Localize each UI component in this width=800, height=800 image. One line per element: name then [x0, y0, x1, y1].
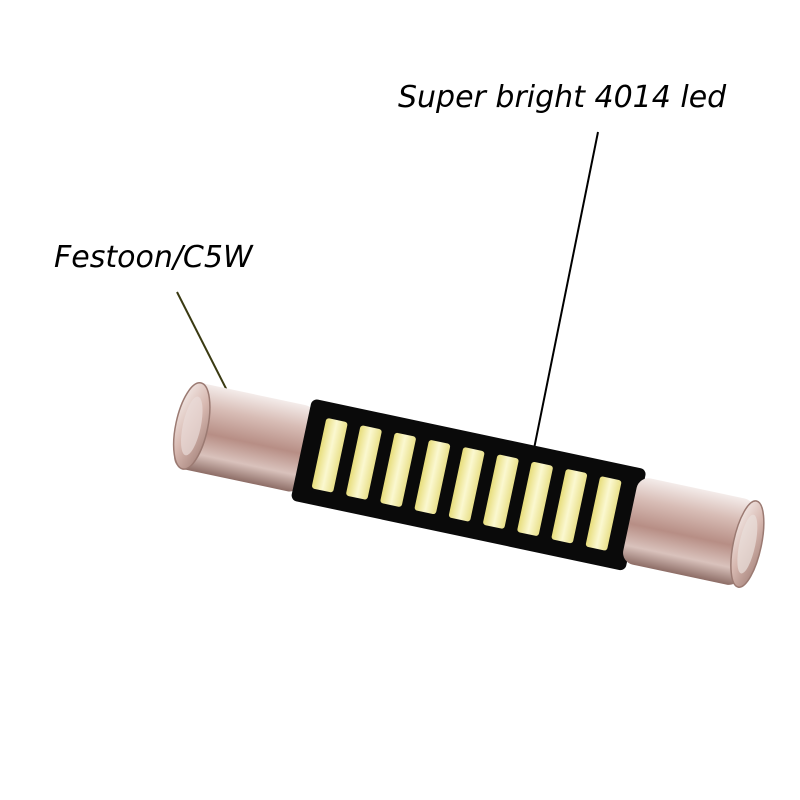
festoon-bulb — [172, 382, 765, 588]
led-chip — [414, 440, 451, 515]
led-chip — [551, 469, 588, 544]
led-chip — [312, 418, 348, 493]
led-chip — [517, 461, 553, 536]
led-chip-row — [312, 418, 622, 551]
led-chip — [448, 447, 485, 522]
led-chip — [585, 476, 622, 551]
led-chip — [346, 425, 382, 500]
led-chip — [380, 432, 416, 507]
right-end-cap — [623, 478, 765, 588]
led-label: Super bright 4014 led — [398, 80, 727, 115]
left-end-cap — [172, 382, 316, 492]
festoon-label: Festoon/C5W — [54, 240, 253, 275]
led-chip — [483, 454, 519, 529]
